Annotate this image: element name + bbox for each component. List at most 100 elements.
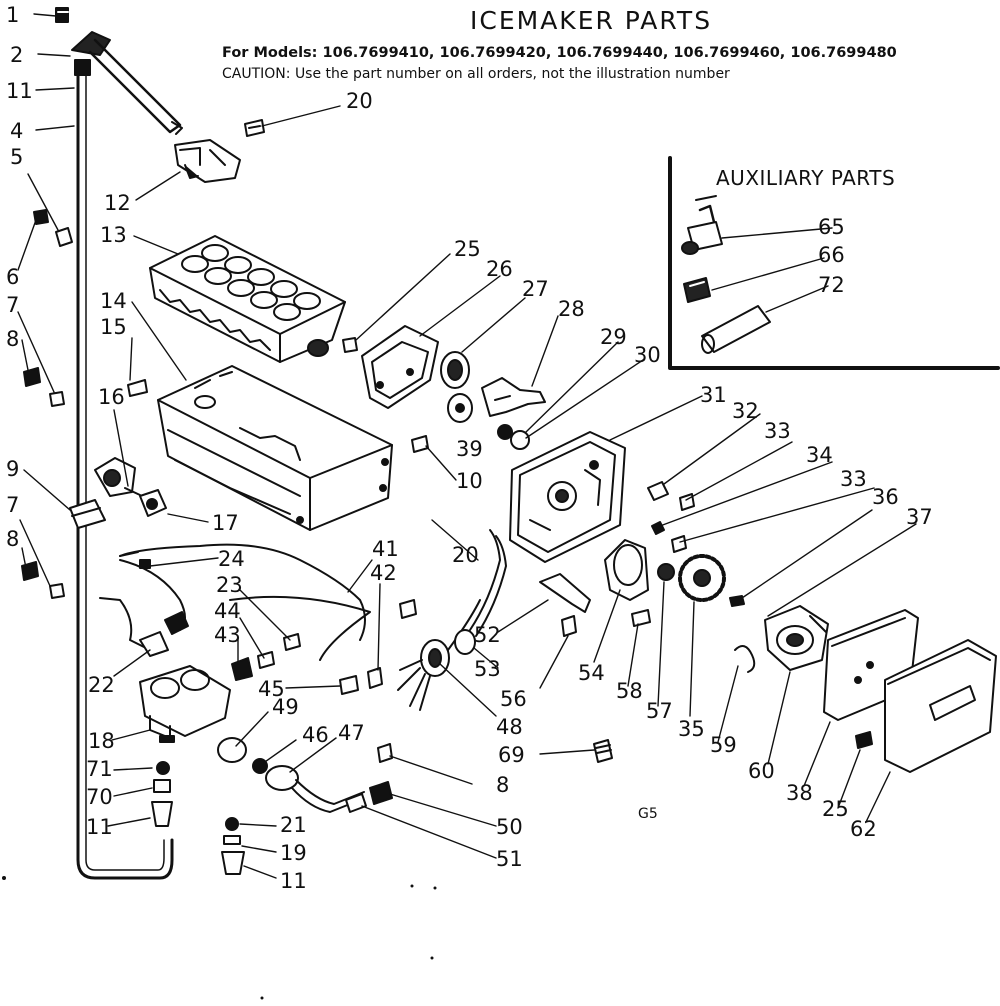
- callout-label: 11: [86, 815, 113, 839]
- aux-valve-part: [681, 195, 723, 255]
- callout-label: 57: [646, 699, 673, 723]
- fill-tube: [74, 59, 174, 880]
- control-housing-part: [509, 431, 626, 563]
- ground-wire-part: [229, 595, 371, 661]
- callout-label: 33: [840, 467, 867, 491]
- washer-part: [223, 835, 241, 845]
- grommet-part: [454, 529, 507, 655]
- screw-part: [671, 535, 687, 553]
- callout-label: 24: [218, 547, 245, 571]
- callout-label: 5: [10, 145, 23, 169]
- aux-tube-part: [701, 305, 771, 354]
- front-cover-part: [884, 639, 997, 773]
- nut-part: [156, 761, 170, 775]
- callout-label: 28: [558, 297, 585, 321]
- auxiliary-box-frame: [668, 156, 1000, 370]
- callout-label: 42: [370, 561, 397, 585]
- callout-label: 23: [216, 573, 243, 597]
- small-gear-part: [510, 430, 530, 450]
- callout-label: 29: [600, 325, 627, 349]
- callout-label: 14: [100, 289, 127, 313]
- callout-label: 17: [212, 511, 239, 535]
- grommet-part: [217, 737, 247, 763]
- callout-label: 52: [474, 623, 501, 647]
- clamp-part: [369, 781, 393, 805]
- callout-label: 34: [806, 443, 833, 467]
- nut-part: [231, 657, 253, 681]
- callout-label: 69: [498, 743, 525, 767]
- callout-label: 4: [10, 119, 23, 143]
- callout-label: 6: [6, 265, 19, 289]
- small-gear-part: [497, 424, 513, 440]
- wiring-assembly-part: [397, 599, 481, 711]
- callout-label: 18: [88, 729, 115, 753]
- callout-label: 49: [272, 695, 299, 719]
- heater-wire-part: [99, 597, 169, 657]
- callout-label: 30: [634, 343, 661, 367]
- spring-part: [729, 595, 745, 607]
- callout-label: 20: [346, 89, 373, 113]
- callout-label: 16: [98, 385, 125, 409]
- screw-part: [399, 599, 417, 619]
- callout-label: 45: [258, 677, 285, 701]
- screw-part: [377, 743, 393, 763]
- callout-label: 39: [456, 437, 483, 461]
- icemaker-housing-part: [157, 365, 393, 531]
- callout-label: 7: [6, 493, 19, 517]
- callout-label: 35: [678, 717, 705, 741]
- callout-label: 7: [6, 293, 19, 317]
- screw-part: [127, 379, 148, 397]
- callout-label: 31: [700, 383, 727, 407]
- callout-label: 36: [872, 485, 899, 509]
- callout-label: 32: [732, 399, 759, 423]
- screw-part: [367, 667, 383, 689]
- callout-label: 65: [818, 215, 845, 239]
- callout-label: 58: [616, 679, 643, 703]
- callout-label: 48: [496, 715, 523, 739]
- lever-part: [539, 573, 591, 613]
- callout-label: 10: [456, 469, 483, 493]
- diagram-code: G5: [638, 806, 658, 822]
- callout-label: 26: [486, 257, 513, 281]
- callout-label: 9: [6, 457, 19, 481]
- callout-label: 47: [338, 721, 365, 745]
- callout-label: 12: [104, 191, 131, 215]
- gear-part: [657, 563, 675, 581]
- leader-lines: [17, 13, 917, 879]
- clamp-part: [345, 793, 367, 813]
- wire-harness-part: [119, 543, 366, 641]
- callout-label: 25: [822, 797, 849, 821]
- shut-off-arm-part: [481, 377, 546, 417]
- callout-label: 59: [710, 733, 737, 757]
- callout-label: 66: [818, 243, 845, 267]
- tube-fitting-part: [221, 851, 245, 875]
- plug-part: [593, 739, 613, 763]
- callout-label: 8: [6, 527, 19, 551]
- callout-label: 25: [454, 237, 481, 261]
- nut-part: [225, 817, 239, 831]
- callout-label: 2: [10, 43, 23, 67]
- callout-label: 50: [496, 815, 523, 839]
- models-line: For Models: 106.7699410, 106.7699420, 10…: [222, 45, 897, 61]
- callout-label: 11: [280, 869, 307, 893]
- callout-label: 51: [496, 847, 523, 871]
- callout-label: 22: [88, 673, 115, 697]
- screw-part: [561, 615, 577, 637]
- callout-label: 15: [100, 315, 127, 339]
- switch-part: [647, 481, 669, 501]
- callout-label: 21: [280, 813, 307, 837]
- clip-part: [139, 489, 167, 517]
- screw-part: [631, 609, 651, 627]
- water-valve-part: [139, 665, 231, 743]
- mounting-bracket-part: [174, 139, 241, 183]
- screw-part: [855, 731, 873, 749]
- callout-label: 38: [786, 781, 813, 805]
- cam-part: [447, 393, 473, 423]
- screw-part: [21, 209, 73, 599]
- callout-label: 60: [748, 759, 775, 783]
- motor-part: [764, 605, 829, 671]
- callout-label: 8: [6, 327, 19, 351]
- drive-gear-part: [440, 351, 470, 389]
